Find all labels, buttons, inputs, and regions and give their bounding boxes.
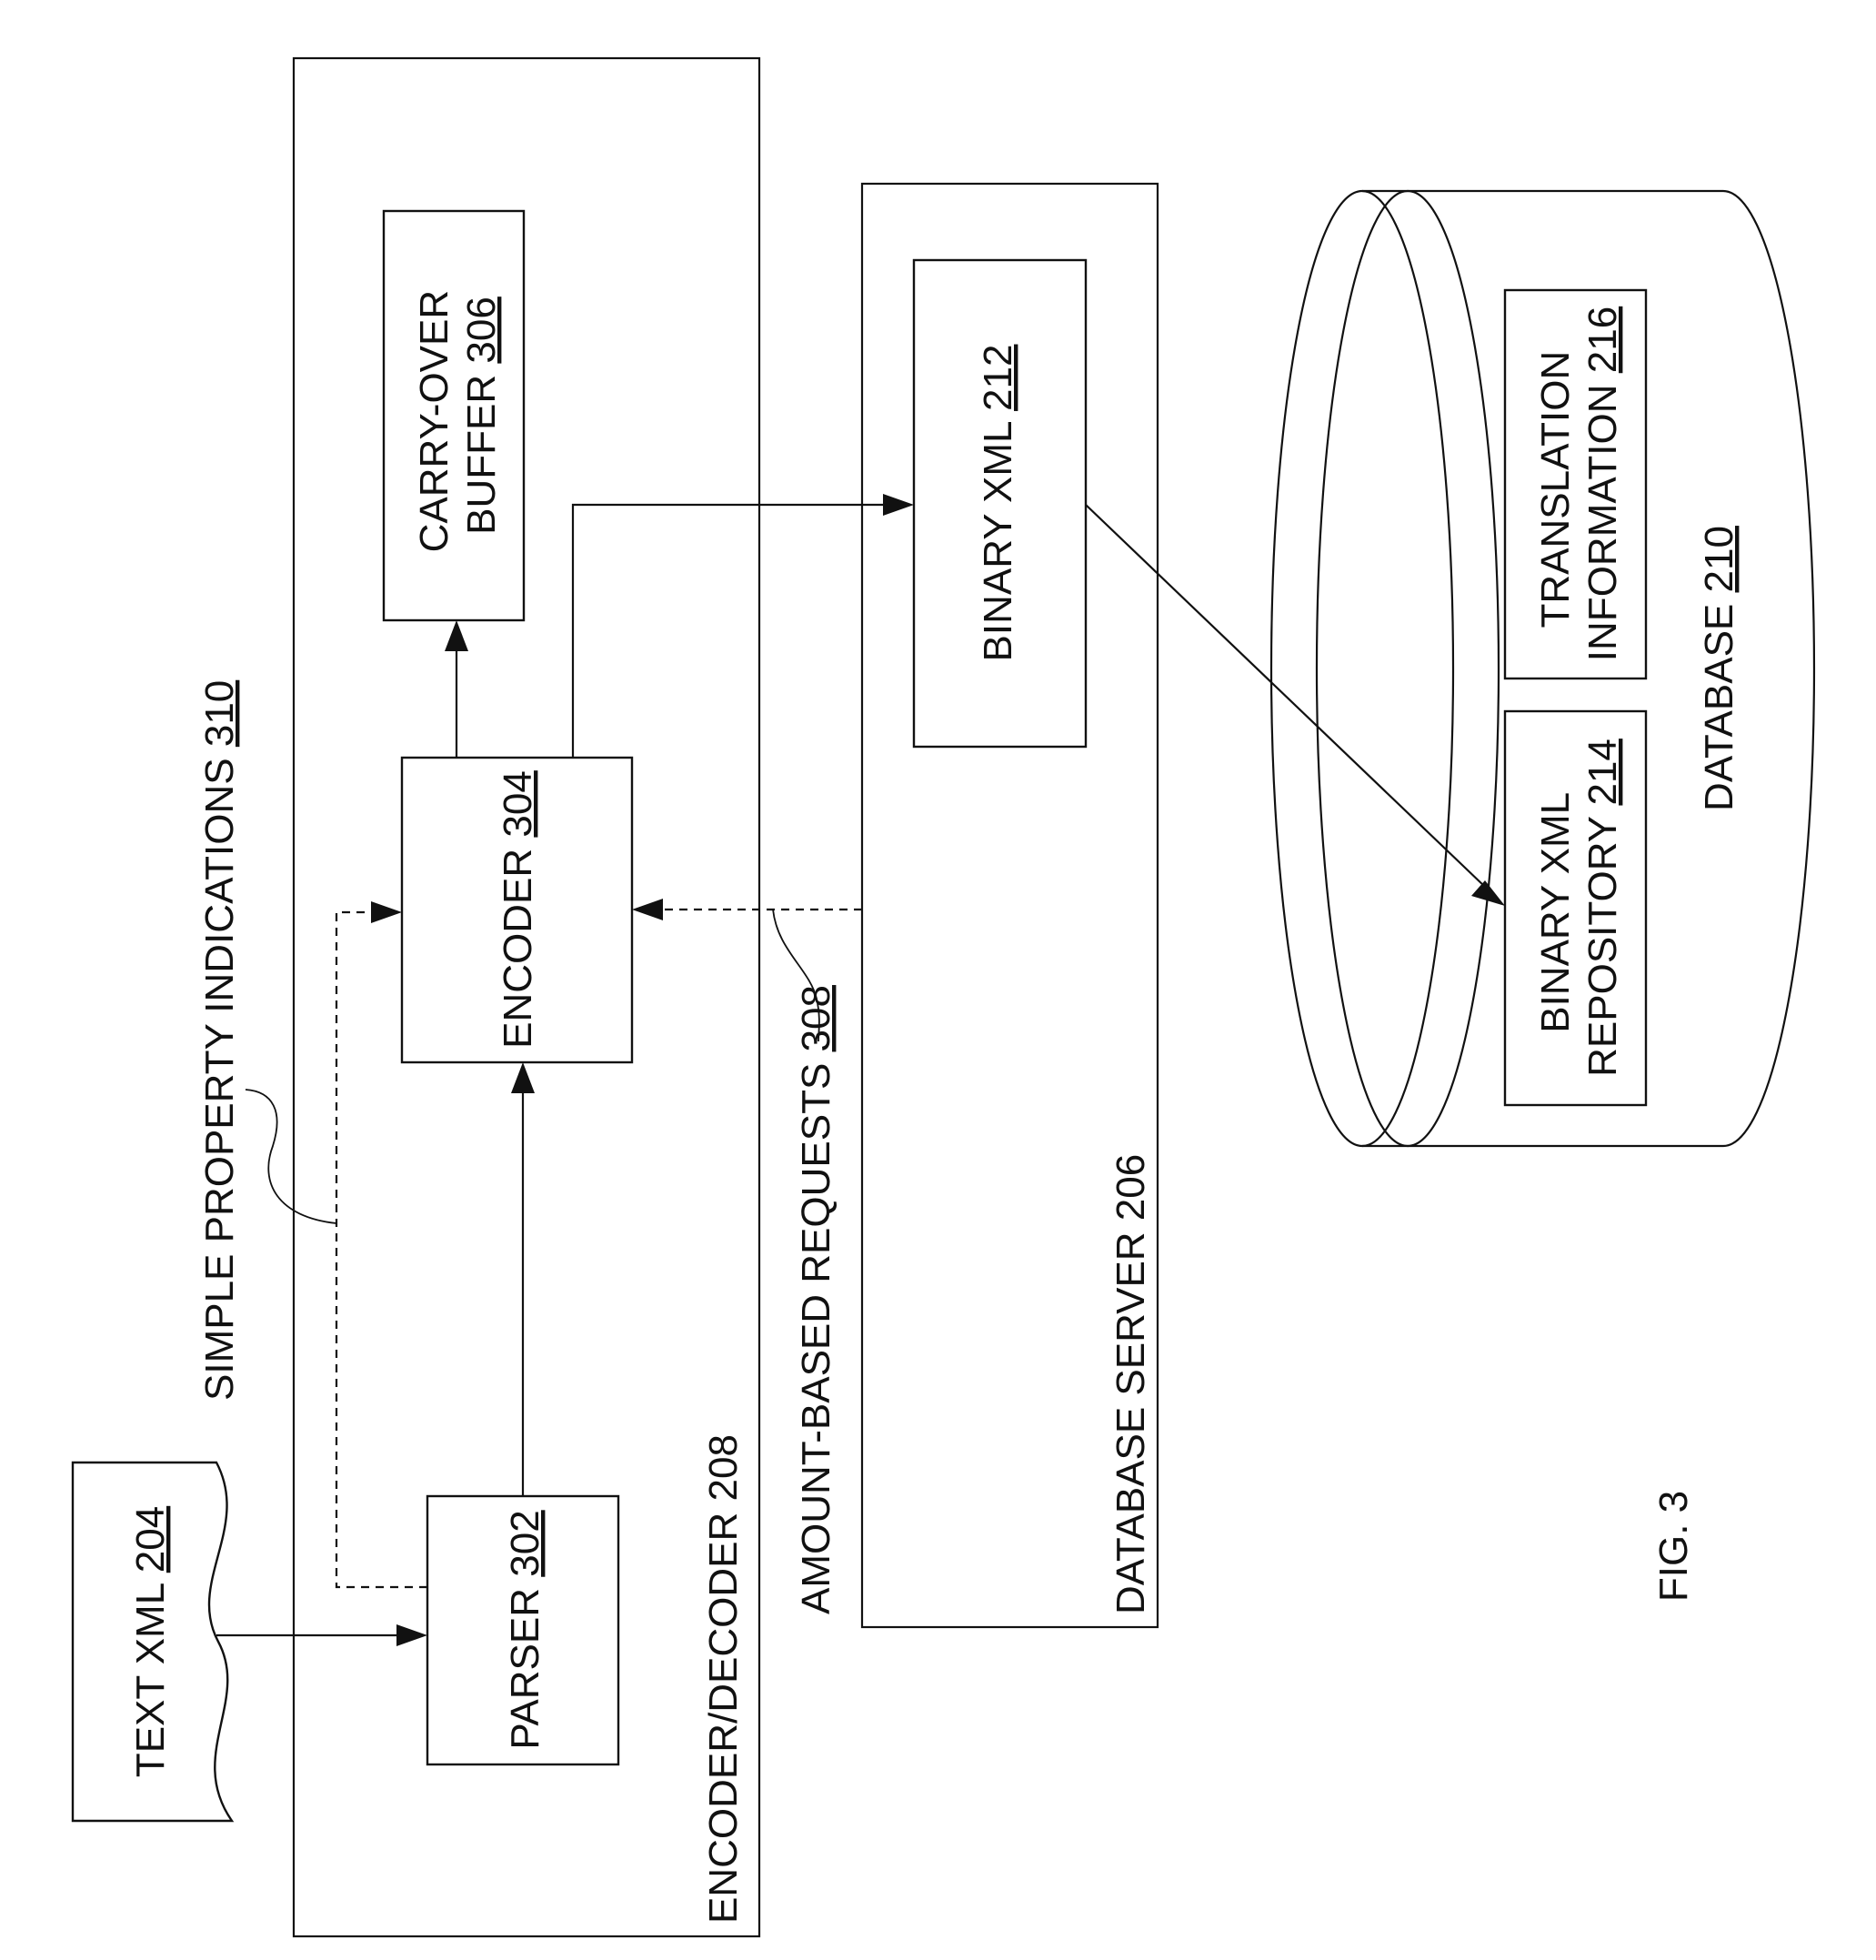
simple-property-indications-label: SIMPLE PROPERTY INDICATIONS 310 bbox=[197, 680, 242, 1401]
database-server-label: DATABASE SERVER 206 bbox=[1109, 1154, 1153, 1614]
amount-based-requests-label: AMOUNT-BASED REQUESTS 308 bbox=[794, 985, 838, 1614]
encoder-to-buffer-arrow bbox=[445, 620, 468, 758]
encoder-label: ENCODER 304 bbox=[496, 770, 540, 1049]
amount-based-requests-arrow bbox=[632, 899, 862, 920]
database-label: DATABASE 210 bbox=[1697, 526, 1741, 811]
parser-label: PARSER 302 bbox=[503, 1510, 547, 1749]
binary-xml-to-repository-arrow bbox=[1086, 505, 1505, 906]
text-xml-label: TEXT XML 204 bbox=[128, 1506, 173, 1777]
binary-xml-label: BINARY XML 212 bbox=[976, 345, 1020, 662]
text-xml-to-parser-arrow bbox=[216, 1624, 427, 1646]
parser-to-encoder-arrow bbox=[511, 1062, 535, 1496]
encoder-decoder-label: ENCODER/DECODER 208 bbox=[701, 1434, 746, 1924]
simple-property-leader bbox=[246, 1090, 336, 1223]
figure-caption: FIG. 3 bbox=[1651, 1491, 1696, 1602]
